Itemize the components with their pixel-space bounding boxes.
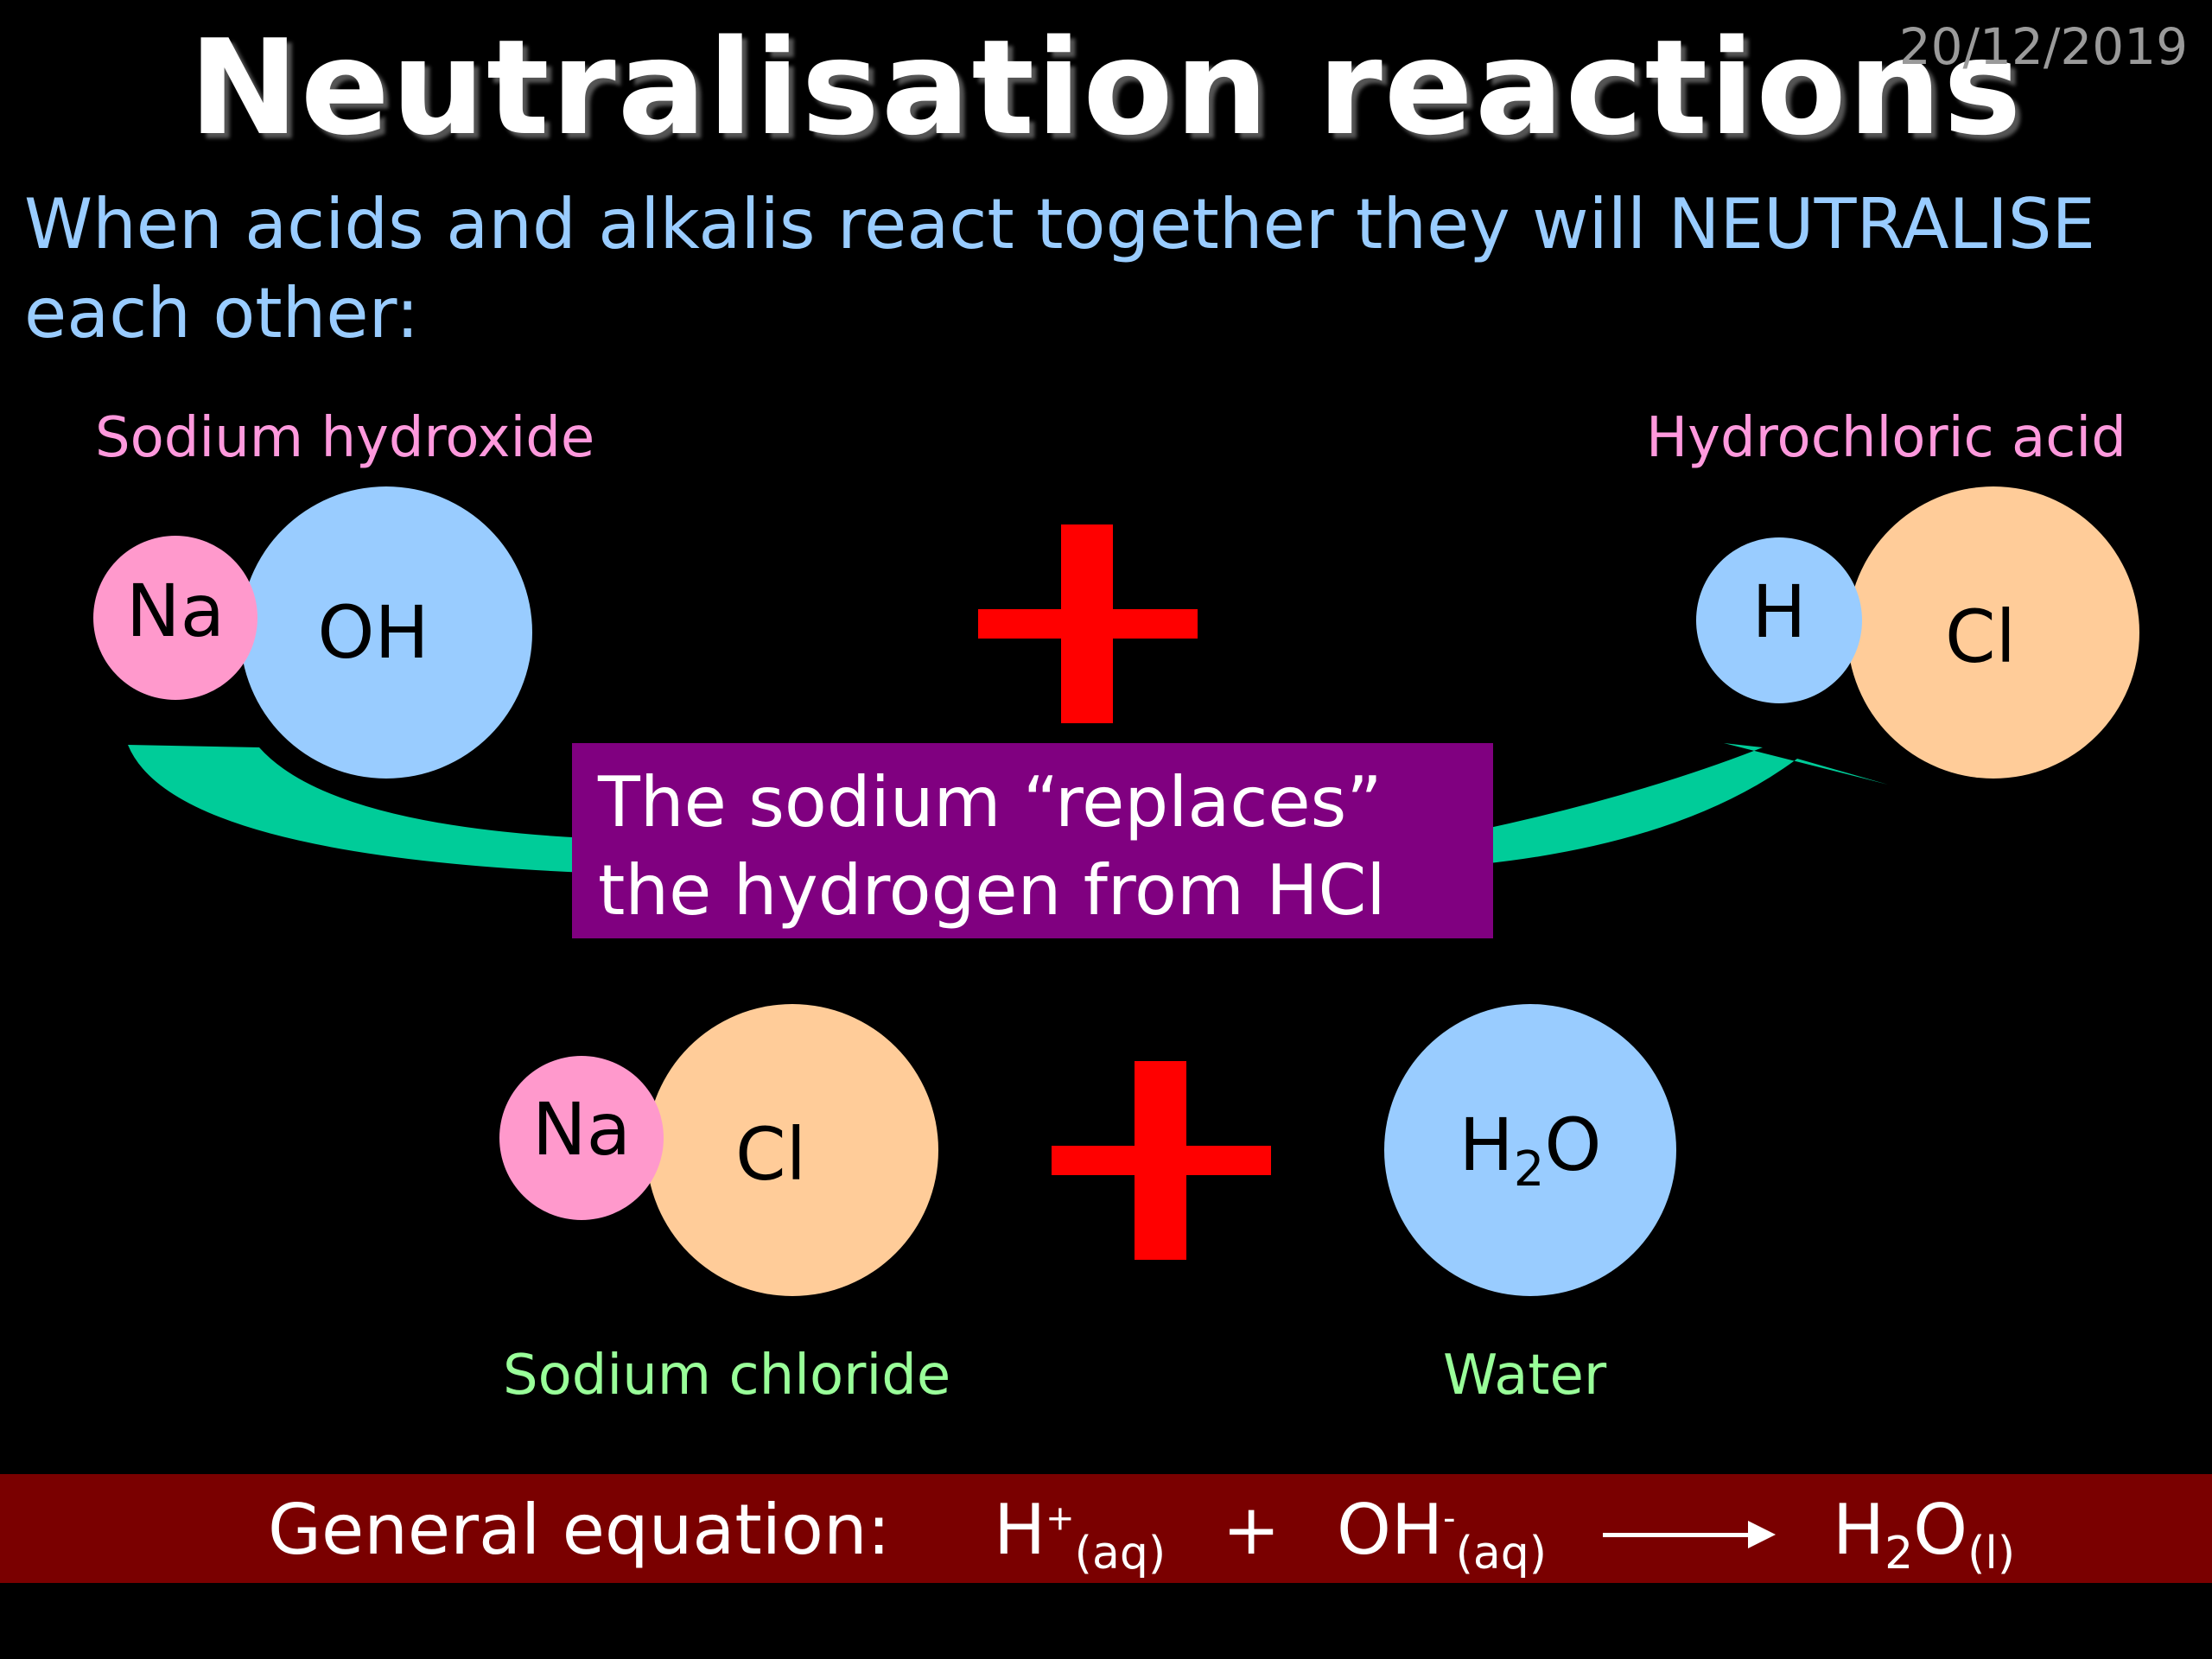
water-label: Water	[1443, 1344, 1607, 1408]
hydrogen-symbol: H	[1751, 569, 1807, 654]
eq-oh-state: (aq)	[1455, 1528, 1548, 1580]
sodium-hydroxide-label: Sodium hydroxide	[95, 406, 595, 470]
plus-sign-products	[1052, 1061, 1271, 1260]
eq-h: H	[994, 1490, 1046, 1570]
right-curved-arrow	[1482, 743, 1888, 864]
sodium-symbol-reactant: Na	[125, 569, 226, 653]
intro-text: When acids and alkalis react together th…	[24, 184, 2096, 353]
hydroxide-symbol: OH	[317, 590, 429, 675]
plus-sign-reactants	[978, 524, 1198, 723]
eq-product-h: H	[1832, 1490, 1885, 1570]
eq-product-o: O	[1913, 1490, 1968, 1570]
eq-product-sub: 2	[1885, 1528, 1914, 1580]
general-equation-formula: H+(aq) + OH-(aq) H2O(l)	[994, 1490, 2015, 1580]
water-formula-h: H	[1459, 1103, 1514, 1188]
water-formula-o: O	[1544, 1103, 1602, 1188]
callout-line-1: The sodium “replaces”	[598, 762, 1382, 842]
hydroxide-circle: OH	[240, 486, 532, 779]
hydrogen-circle: H	[1696, 537, 1862, 703]
chlorine-circle-reactant: Cl	[1847, 486, 2139, 779]
chlorine-symbol-product: Cl	[735, 1112, 806, 1197]
slide-date: 20/12/2019	[1898, 17, 2188, 76]
sodium-circle-reactant: Na	[93, 536, 257, 700]
general-equation-label: General equation:	[268, 1490, 891, 1570]
water-formula-subscript: 2	[1513, 1141, 1545, 1198]
sodium-circle-product: Na	[499, 1056, 664, 1220]
eq-h-state: (aq)	[1074, 1528, 1166, 1580]
eq-product-state: (l)	[1967, 1528, 2016, 1580]
chlorine-symbol-reactant: Cl	[1945, 594, 2016, 679]
eq-oh: OH	[1337, 1490, 1444, 1570]
left-curved-arrow	[128, 745, 588, 873]
sodium-chloride-label: Sodium chloride	[503, 1344, 951, 1408]
hydrochloric-acid-label: Hydrochloric acid	[1646, 406, 2126, 470]
chlorine-circle-product: Cl	[646, 1004, 938, 1296]
general-equation-bar: General equation: H+(aq) + OH-(aq) H2O(l…	[0, 1474, 2212, 1583]
water-formula: H2O	[1459, 1103, 1602, 1198]
water-circle: H2O	[1384, 1004, 1676, 1296]
replacement-callout: The sodium “replaces” the hydrogen from …	[572, 743, 1493, 938]
eq-oh-charge: -	[1443, 1498, 1456, 1539]
sodium-symbol-product: Na	[531, 1087, 632, 1172]
callout-line-2: the hydrogen from HCl	[598, 850, 1386, 931]
reaction-arrow	[1603, 1521, 1777, 1549]
eq-h-charge: +	[1046, 1498, 1075, 1539]
eq-plus: +	[1222, 1490, 1281, 1570]
slide-title: Neutralisation reactions	[188, 11, 2024, 164]
